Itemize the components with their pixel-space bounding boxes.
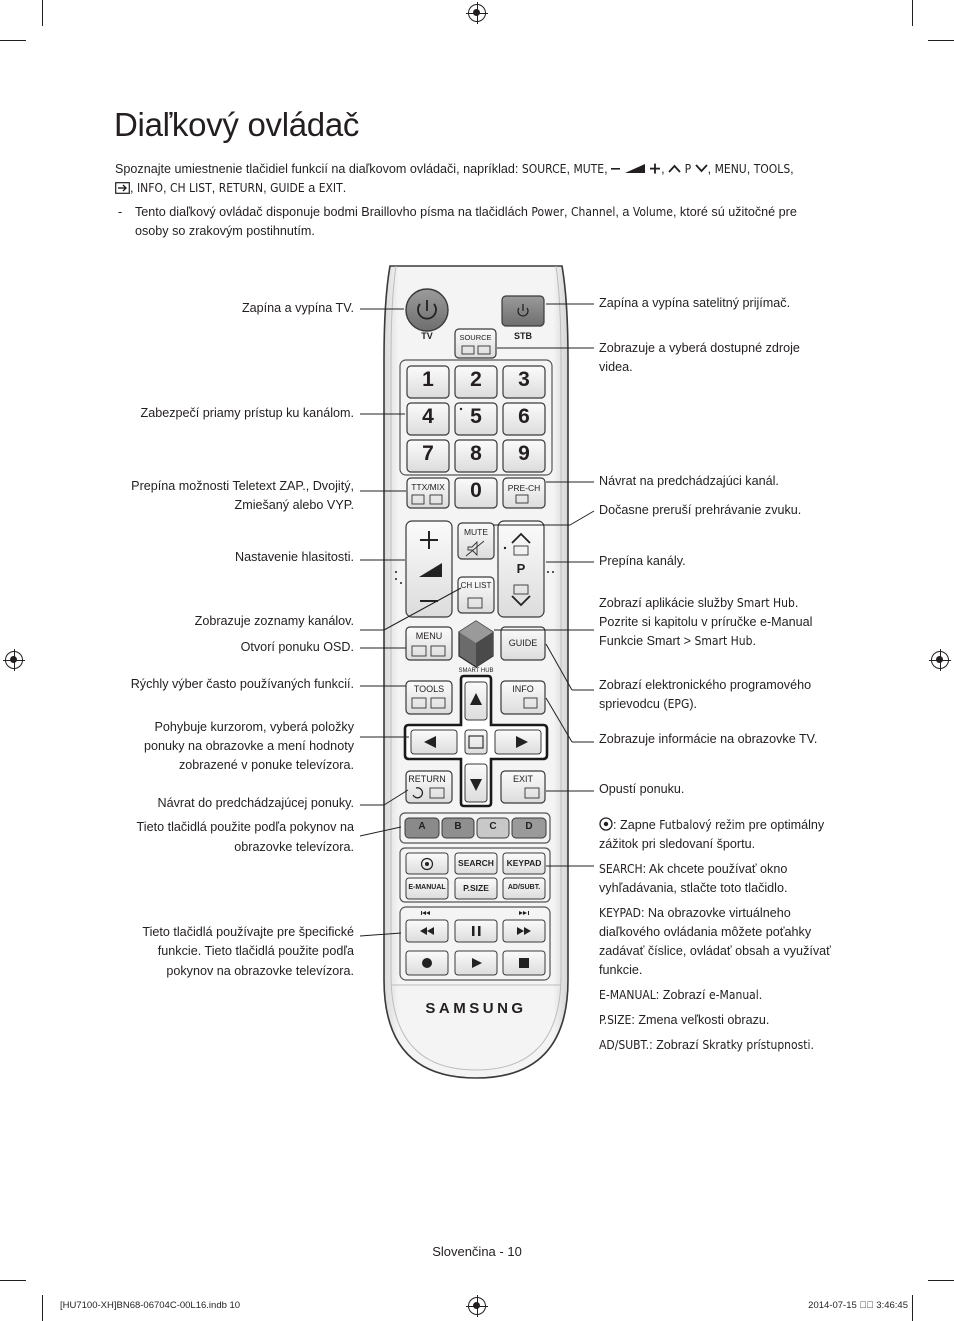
keypad-button[interactable]: KEYPAD — [506, 858, 542, 868]
annotation-guide: Zobrazí elektronického programového spri… — [599, 678, 812, 711]
return-button[interactable]: RETURN — [408, 774, 446, 784]
page-title: Diaľkový ovládač — [114, 106, 360, 143]
pre-ch-button[interactable]: PRE-CH — [507, 483, 541, 493]
color-d-button[interactable]: D — [525, 821, 533, 832]
crop-mark — [42, 1295, 43, 1321]
crop-mark — [42, 0, 43, 26]
volume-icon — [611, 163, 661, 174]
annotation-tv-power: Zapína a vypína TV. — [241, 301, 354, 315]
ch-list-button[interactable]: CH LIST — [460, 581, 492, 590]
note-dash: - — [118, 205, 123, 219]
annotation-keypad: KEYPAD: Na obrazovke virtuálneho diaľkov… — [599, 906, 831, 977]
registration-mark-icon — [3, 649, 25, 671]
digit-8-button[interactable]: 8 — [470, 442, 482, 465]
ad-subt-button[interactable]: AD/SUBT. — [507, 884, 541, 891]
menu-button[interactable]: MENU — [415, 631, 443, 641]
crop-mark — [912, 0, 913, 26]
annotation-color-2: obrazovke televízora. — [234, 840, 354, 854]
annotation-number-keys: Zabezpečí priamy prístup ku kanálom. — [140, 406, 355, 420]
source-icon — [115, 182, 130, 194]
registration-mark-icon — [466, 2, 488, 24]
annotation-dpad-3: zobrazené v ponuke televízora. — [178, 758, 354, 772]
annotation-e-manual: E-MANUAL: Zobrazí e-Manual. — [599, 988, 763, 1002]
crop-mark — [928, 1280, 954, 1281]
crop-mark — [0, 40, 26, 41]
annotation-ad-subt: AD/SUBT.: Zobrazí Skratky prístupnosti. — [599, 1038, 814, 1052]
annotation-menu: Otvorí ponuku OSD. — [240, 640, 354, 654]
exit-button[interactable]: EXIT — [512, 774, 533, 784]
digit-4-button[interactable]: 4 — [422, 405, 434, 428]
annotation-ch-list: Zobrazuje zoznamy kanálov. — [194, 614, 354, 628]
guide-button[interactable]: GUIDE — [508, 638, 538, 648]
digit-1-button[interactable]: 1 — [422, 368, 434, 391]
annotation-info: Zobrazuje informácie na obrazovke TV. — [599, 732, 818, 746]
channel-rocker[interactable]: P — [516, 561, 526, 576]
note-paragraph: Tento diaľkový ovládač disponuje bodmi B… — [135, 205, 797, 238]
annotation-tools: Rýchly výber často používaných funkcií. — [130, 677, 354, 691]
annotation-teletext-2: Zmiešaný alebo VYP. — [234, 498, 354, 512]
crop-mark — [912, 1295, 913, 1321]
brand-logo: SAMSUNG — [425, 1000, 527, 1017]
annotation-dpad-2: ponuky na obrazovke a mení hodnoty — [143, 739, 354, 753]
annotation-stb: Zapína a vypína satelitný prijímač. — [599, 296, 791, 310]
annotation-p-size: P.SIZE: Zmena veľkosti obrazu. — [599, 1013, 770, 1027]
annotation-football: : Zapne Futbalový režim pre optimálny zá… — [599, 817, 825, 851]
annotation-mute: Dočasne preruší prehrávanie zvuku. — [599, 503, 802, 517]
annotation-channel: Prepína kanály. — [599, 554, 686, 568]
annotation-teletext-1: Prepína možnosti Teletext ZAP., Dvojitý, — [131, 479, 354, 493]
digit-7-button[interactable]: 7 — [422, 442, 434, 465]
ttx-mix-button[interactable]: TTX/MIX — [411, 482, 445, 492]
crop-mark — [0, 1280, 26, 1281]
p-size-button[interactable]: P.SIZE — [463, 883, 489, 893]
annotation-volume: Nastavenie hlasitosti. — [234, 550, 354, 564]
annotation-exit: Opustí ponuku. — [599, 782, 685, 796]
color-c-button[interactable]: C — [489, 821, 497, 832]
annotation-return: Návrat do predchádzajúcej ponuky. — [157, 796, 355, 810]
stb-label: STB — [514, 331, 532, 341]
chevron-up-icon — [668, 164, 681, 173]
search-button[interactable]: SEARCH — [458, 858, 494, 868]
football-icon — [599, 817, 613, 831]
digit-9-button[interactable]: 9 — [518, 442, 530, 465]
e-manual-button[interactable]: E-MANUAL — [408, 884, 446, 891]
source-button[interactable]: SOURCE — [459, 333, 492, 342]
info-button[interactable]: INFO — [512, 684, 534, 694]
annotation-dpad-1: Pohybuje kurzorom, vyberá položky — [154, 720, 355, 734]
annotation-search: SEARCH: Ak chcete používať okno vyhľadáv… — [599, 862, 788, 895]
annotation-smart-hub: Zobrazí aplikácie služby Smart Hub. Pozr… — [599, 596, 813, 648]
annotation-pre-ch: Návrat na predchádzajúci kanál. — [599, 474, 779, 488]
digit-3-button[interactable]: 3 — [518, 368, 530, 391]
annotation-media-1: Tieto tlačidlá používajte pre špecifické — [142, 925, 354, 939]
digit-0-button[interactable]: 0 — [470, 479, 482, 502]
digit-6-button[interactable]: 6 — [518, 405, 530, 428]
annotation-color-1: Tieto tlačidlá použite podľa pokynov na — [136, 820, 354, 834]
annotation-media-2: funkcie. Tieto tlačidlá použite podľa — [157, 944, 354, 958]
annotation-source: Zobrazuje a vyberá dostupné zdroje videa… — [599, 341, 800, 374]
smart-hub-label: SMART HUB — [458, 668, 494, 674]
tools-button[interactable]: TOOLS — [413, 684, 445, 694]
digit-5-button[interactable]: 5 — [470, 405, 482, 428]
color-b-button[interactable]: B — [454, 821, 462, 832]
registration-mark-icon — [466, 1295, 488, 1317]
tv-label: TV — [421, 331, 433, 341]
chevron-down-icon — [694, 164, 708, 173]
crop-mark — [928, 40, 954, 41]
mute-button[interactable]: MUTE — [463, 527, 489, 537]
color-a-button[interactable]: A — [418, 821, 426, 832]
page-footer: Slovenčina - 10 — [432, 1244, 522, 1259]
annotation-media-3: pokynov na obrazovke televízora. — [166, 964, 354, 978]
registration-mark-icon — [929, 649, 951, 671]
intro-paragraph: Spoznajte umiestnenie tlačidiel funkcií … — [115, 162, 794, 195]
print-slug-left: [HU7100-XH]BN68-06704C-00L16.indb 10 — [60, 1300, 241, 1311]
digit-2-button[interactable]: 2 — [470, 368, 482, 391]
print-slug-right: 2014-07-15 ￿￿ 3:46:45 — [808, 1300, 908, 1311]
